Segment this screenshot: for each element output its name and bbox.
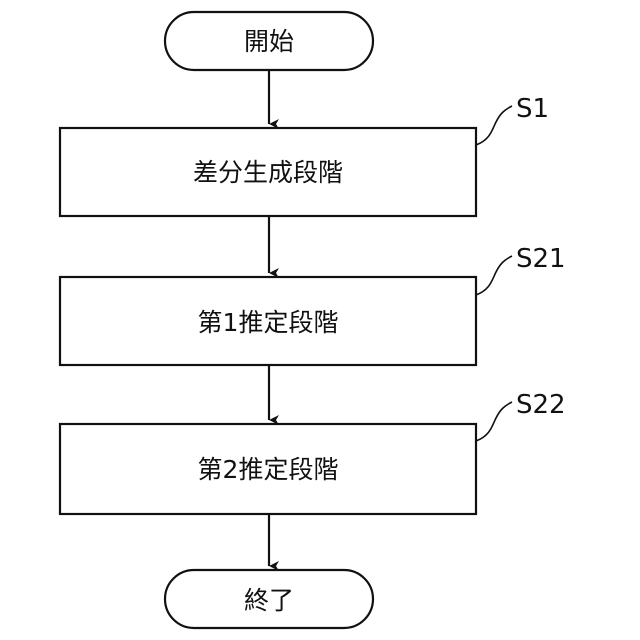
step-s21-ref: S21 <box>516 244 566 274</box>
step-s21-node: 第1推定段階 S21 <box>60 244 566 365</box>
step-s22-label: 第2推定段階 <box>198 455 339 484</box>
end-node: 終了 <box>165 570 373 628</box>
step-s1-node: 差分生成段階 S1 <box>60 94 549 216</box>
start-node: 開始 <box>165 12 373 70</box>
step-s21-label: 第1推定段階 <box>198 308 339 337</box>
end-label: 終了 <box>244 586 294 615</box>
step-s22-leader-line <box>476 402 512 441</box>
step-s22-ref: S22 <box>516 390 566 420</box>
start-label: 開始 <box>244 27 294 56</box>
step-s1-ref: S1 <box>516 94 549 124</box>
step-s1-label: 差分生成段階 <box>193 158 343 187</box>
step-s1-leader-line <box>476 106 512 145</box>
step-s22-node: 第2推定段階 S22 <box>60 390 566 514</box>
step-s21-leader-line <box>476 256 512 295</box>
